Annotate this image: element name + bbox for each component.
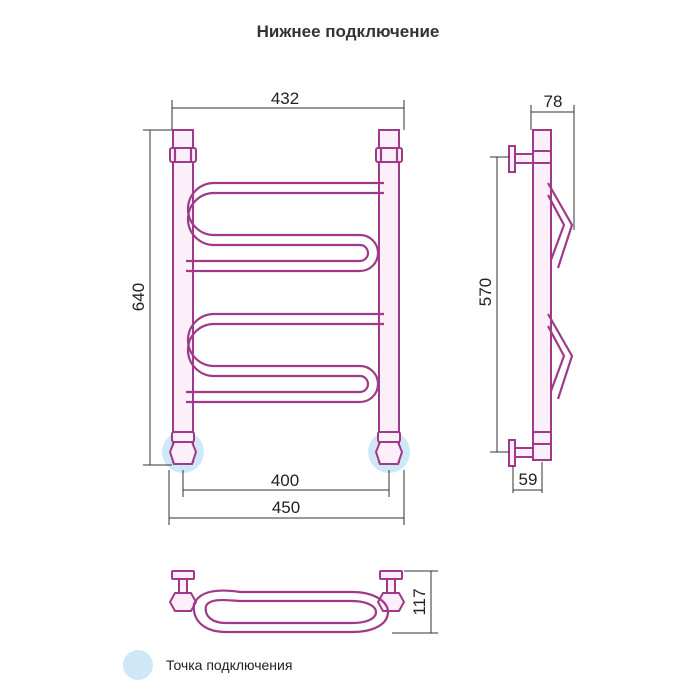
dimension-front-center-distance: 400 xyxy=(271,471,299,490)
upper-coil xyxy=(186,181,384,273)
bottom-left-fitting xyxy=(168,431,198,465)
dimension-front-total-width: 450 xyxy=(272,498,300,517)
front-view: 432 640 400 450 xyxy=(129,89,410,525)
bottom-view: 117 xyxy=(168,570,438,634)
legend-connection-point-swatch xyxy=(123,650,153,680)
dimension-front-height: 640 xyxy=(129,283,148,311)
dimension-side-height: 570 xyxy=(476,278,495,306)
dimension-front-top-width: 432 xyxy=(271,89,299,108)
side-view: 78 570 59 xyxy=(476,92,575,493)
bottom-right-fitting xyxy=(374,431,404,465)
right-riser-pipe xyxy=(378,129,400,463)
left-riser-pipe xyxy=(172,129,194,463)
top-right-fitting xyxy=(375,147,403,163)
lower-coil xyxy=(186,312,384,404)
bottom-view-left-standoff xyxy=(168,570,198,612)
legend: Точка подключения xyxy=(123,650,292,680)
top-left-fitting xyxy=(169,147,197,163)
bottom-view-right-standoff xyxy=(376,570,406,612)
side-riser-pipe xyxy=(532,129,552,461)
legend-label: Точка подключения xyxy=(166,657,292,673)
bottom-view-coil xyxy=(192,589,390,634)
dimension-side-offset: 59 xyxy=(519,470,538,489)
drawing-title: Нижнее подключение xyxy=(257,22,440,41)
side-bottom-bracket xyxy=(508,431,552,467)
dimension-bottom-depth: 117 xyxy=(410,588,429,615)
side-lower-coil xyxy=(547,313,574,400)
side-top-bracket xyxy=(508,145,552,173)
dimension-side-depth: 78 xyxy=(544,92,563,111)
side-upper-coil xyxy=(547,182,574,269)
